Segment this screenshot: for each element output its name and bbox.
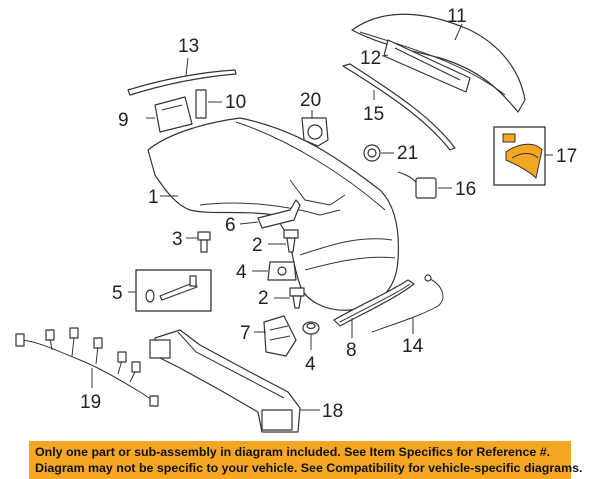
callout-2-upper: 2 <box>252 235 263 256</box>
part-13-reflector <box>383 39 471 93</box>
callout-21: 20 <box>300 90 321 111</box>
callout-13: 12 <box>360 48 381 69</box>
part-21-sensor <box>301 117 329 147</box>
part-6-bolt-kit <box>135 269 212 312</box>
part-14-molding <box>127 69 237 96</box>
callout-2-lower: 2 <box>258 288 269 309</box>
part-5-clip-nut <box>267 261 297 281</box>
part-10-cover <box>154 96 193 133</box>
part-3-bolt <box>197 231 211 253</box>
disclaimer-line-1: Only one part or sub-assembly in diagram… <box>35 445 551 459</box>
part-2-screw-lower <box>289 287 305 309</box>
callout-14: 13 <box>178 36 199 57</box>
disclaimer-line-2: Diagram may not be specific to your vehi… <box>35 461 583 475</box>
part-16-trim-strip <box>342 63 456 151</box>
callout-17: 16 <box>455 179 476 200</box>
callout-8: 7 <box>240 323 251 344</box>
part-19-reinforcement <box>149 329 301 433</box>
part-15-trim-rod <box>371 274 444 333</box>
part-20-wiring-harness <box>15 327 159 407</box>
callout-3: 3 <box>172 229 183 250</box>
part-18-bracket-highlighted <box>493 126 546 186</box>
part-17-sensor-bracket <box>397 171 437 199</box>
callout-22: 21 <box>397 143 418 164</box>
callout-18: 17 <box>556 146 577 167</box>
part-8-deflector <box>263 315 297 357</box>
parts-diagram: 11 12 15 13 10 9 1 2 <box>15 6 577 433</box>
callout-7: 6 <box>225 215 236 236</box>
callout-15: 14 <box>402 336 424 357</box>
part-7-bracket <box>257 199 301 229</box>
callout-1: 1 <box>148 187 159 208</box>
callout-16: 15 <box>363 104 384 125</box>
part-12-upper-cover <box>351 13 526 113</box>
callout-10: 9 <box>118 110 129 131</box>
callout-5: 4 <box>236 262 247 283</box>
part-4-nut <box>302 321 320 335</box>
callout-19: 18 <box>322 401 343 422</box>
callout-11: 10 <box>225 92 246 113</box>
callout-12: 11 <box>447 6 467 27</box>
callout-6: 5 <box>112 283 123 304</box>
callout-4-num: 4 <box>305 354 316 375</box>
part-2-screw-upper <box>283 229 299 253</box>
part-9-side-molding <box>333 279 415 327</box>
callout-20: 19 <box>80 392 101 413</box>
part-22-grommet <box>363 144 381 162</box>
callout-9: 8 <box>346 340 357 361</box>
disclaimer-banner: Only one part or sub-assembly in diagram… <box>29 441 583 479</box>
part-11-bracket <box>195 89 207 119</box>
